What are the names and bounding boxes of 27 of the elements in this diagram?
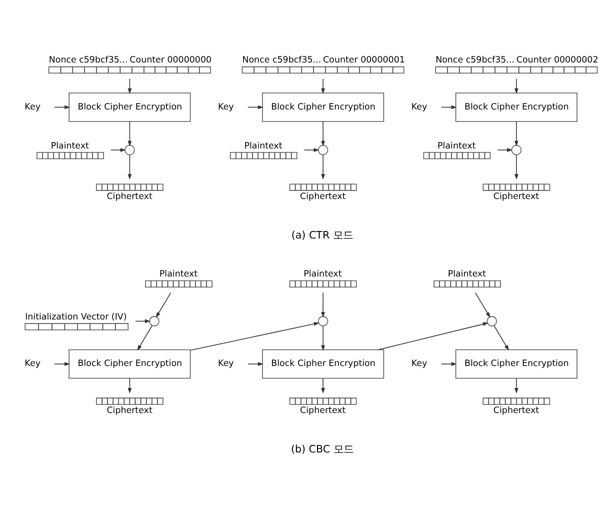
node-text: Key bbox=[411, 102, 428, 112]
node-label: Nonce c59bcf35... bbox=[436, 56, 514, 66]
node-label: Ciphertext bbox=[300, 406, 346, 416]
label: (b) CBC 모드 bbox=[290, 443, 354, 456]
node-label: Counter 00000002 bbox=[516, 56, 598, 66]
node-label: Initialization Vector (IV) bbox=[25, 312, 127, 322]
node-label: Ciphertext bbox=[493, 406, 540, 416]
node-label: Plaintext bbox=[159, 270, 198, 280]
node-label: Ciphertext bbox=[106, 406, 152, 416]
node-label: Counter 00000000 bbox=[130, 56, 212, 66]
node-text: Key bbox=[218, 102, 234, 112]
label: (a) CTR 모드 bbox=[291, 229, 353, 242]
node-label: Nonce c59bcf35... bbox=[242, 56, 322, 66]
node-text: Key bbox=[411, 359, 428, 370]
node-label: Ciphertext bbox=[493, 192, 540, 202]
node-label: Plaintext bbox=[304, 270, 342, 280]
node-label: Plaintext bbox=[244, 141, 282, 152]
node-text: Key bbox=[24, 359, 40, 370]
node-label: Plaintext bbox=[50, 141, 89, 152]
node-label: Ciphertext bbox=[106, 192, 152, 202]
node-label: Plaintext bbox=[438, 141, 476, 152]
node-label: Ciphertext bbox=[300, 192, 346, 202]
node-label: Nonce c59bcf35... bbox=[48, 56, 128, 66]
node-text: Key bbox=[24, 102, 40, 112]
node-label: Counter 00000001 bbox=[323, 56, 405, 66]
node-label: Plaintext bbox=[448, 270, 486, 280]
node-text: Key bbox=[218, 359, 234, 370]
